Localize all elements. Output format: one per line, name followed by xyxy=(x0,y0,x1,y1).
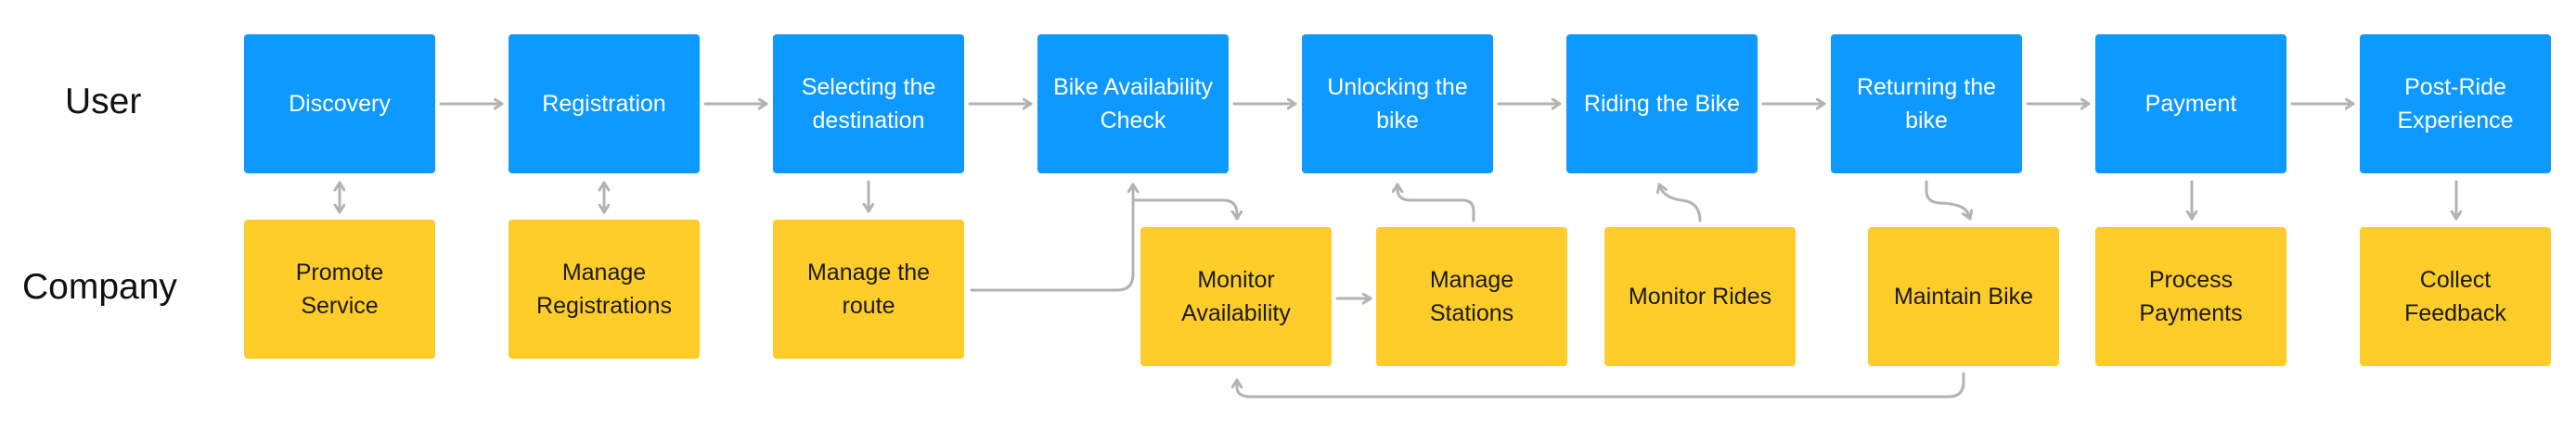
company-step-manage-route: Manage the route xyxy=(773,220,964,359)
user-step-riding-bike: Riding the Bike xyxy=(1566,34,1758,173)
lane-label-user: User xyxy=(65,82,142,121)
link-returning-maintain xyxy=(1925,180,1970,221)
lane-label-company: Company xyxy=(22,267,177,307)
link-maintain-monitor xyxy=(1237,372,1965,399)
user-step-payment: Payment xyxy=(2095,34,2286,173)
link-rides-riding xyxy=(1659,183,1702,222)
company-step-manage-registrations: Manage Registrations xyxy=(509,220,700,359)
user-step-selecting-destination: Selecting the destination xyxy=(773,34,964,173)
user-step-post-ride-experience: Post-Ride Experience xyxy=(2360,34,2551,173)
link-stations-unlocking xyxy=(1397,183,1475,222)
company-step-manage-stations: Manage Stations xyxy=(1376,227,1567,366)
user-step-unlocking-bike: Unlocking the bike xyxy=(1302,34,1493,173)
company-step-collect-feedback: Collect Feedback xyxy=(2360,227,2551,366)
company-step-monitor-availability: Monitor Availability xyxy=(1140,227,1332,366)
user-step-discovery: Discovery xyxy=(244,34,435,173)
company-step-maintain-bike: Maintain Bike xyxy=(1868,227,2059,366)
user-step-returning-bike: Returning the bike xyxy=(1831,34,2022,173)
company-step-process-payments: Process Payments xyxy=(2095,227,2286,366)
link-route-availability xyxy=(970,183,1133,292)
link-availability-monitor xyxy=(1131,198,1237,221)
company-step-monitor-rides: Monitor Rides xyxy=(1604,227,1796,366)
user-step-bike-availability-check: Bike Availability Check xyxy=(1037,34,1229,173)
company-step-promote-service: Promote Service xyxy=(244,220,435,359)
user-step-registration: Registration xyxy=(509,34,700,173)
